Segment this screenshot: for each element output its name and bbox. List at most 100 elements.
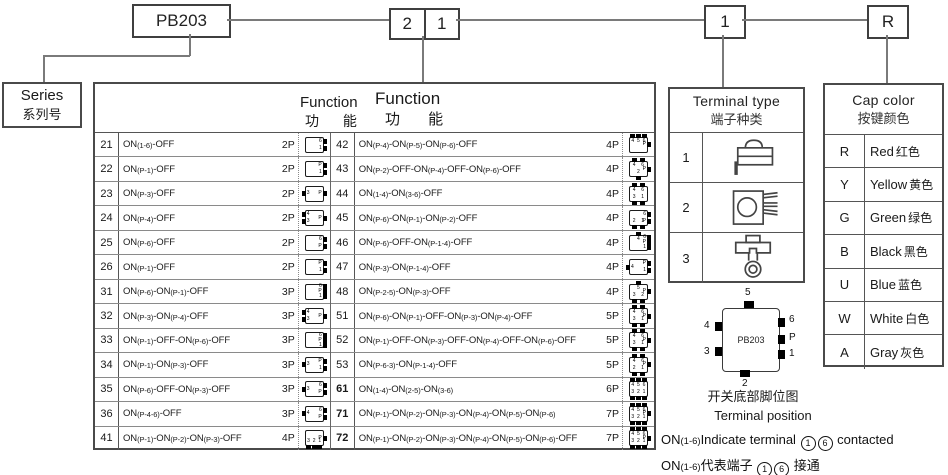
function-sequence: ON(1-6)-OFF	[123, 139, 175, 151]
function-table-header: Function Function 功 能 功 能	[95, 84, 654, 133]
cap-color-code: W	[825, 301, 865, 335]
connector-line	[886, 35, 888, 83]
function-code: 53	[331, 353, 355, 377]
pole-count: 4P	[606, 163, 619, 176]
pole-count: 4P	[606, 261, 619, 274]
function-code: 43	[331, 157, 355, 181]
function-code: 32	[95, 304, 119, 328]
function-code: 21	[95, 133, 119, 157]
function-sequence: ON(P-1)-ON(P-3)-OFF	[123, 359, 209, 371]
terminal-type-header: Terminal type 端子种类	[670, 89, 803, 133]
pole-count: 4P	[606, 212, 619, 225]
function-sequence: ON(P-6)-ON(P-1)-OFF-ON(P-3)-ON(P-4)-OFF	[358, 310, 533, 322]
pin-label-4: 4	[704, 320, 710, 331]
pin-5	[744, 301, 754, 308]
function-code: 25	[95, 230, 119, 255]
pole-count: 3P	[281, 285, 295, 298]
function-code: 52	[331, 328, 355, 353]
pin-label-P: P	[789, 332, 796, 343]
pole-count: 4P	[281, 432, 295, 445]
code-box-series: PB203	[132, 4, 231, 38]
connector-line	[722, 35, 724, 87]
pole-count: 2P	[281, 138, 295, 151]
function-code: 41	[95, 426, 119, 451]
function-code: 71	[331, 402, 355, 426]
function-code: 61	[331, 377, 355, 402]
function-code: 44	[331, 181, 355, 206]
function-sequence: ON(1-4)-ON(2-5)-ON(3-6)	[358, 383, 454, 395]
pin-label-5: 5	[745, 287, 751, 298]
right-angle-pin-terminal-icon	[703, 183, 803, 232]
pole-count: 3P	[281, 334, 295, 347]
function-code: 42	[331, 133, 355, 157]
note-text-before: 代表端子	[700, 458, 757, 473]
function-code: 22	[95, 157, 119, 181]
function-sequence: ON(P-2)-OFF-ON(P-4)-OFF-ON(P-6)-OFF	[358, 163, 521, 175]
circled-number: 6	[817, 435, 833, 451]
connector-line	[189, 34, 191, 56]
solder-lug-terminal-icon	[703, 233, 803, 283]
series-panel: Series 系列号	[2, 82, 82, 128]
function-sequence: ON(P-4-6)-OFF	[123, 408, 182, 420]
pin-label-1: 1	[789, 348, 795, 359]
pole-count: 5P	[606, 334, 619, 347]
function-sequence: ON(P-3)-ON(P-1-4)-OFF	[358, 261, 451, 273]
function-sequence: ON(P-1)-ON(P-2)-ON(P-3)-ON(P-4)-ON(P-5)-…	[358, 408, 556, 420]
pin-label-2: 2	[742, 378, 748, 389]
pole-count: 7P	[606, 407, 619, 420]
code-box-function: 2 1	[389, 8, 460, 40]
cap-color-code: R	[825, 135, 865, 168]
code-series-value: PB203	[155, 11, 208, 30]
terminal-type-row-2: 2	[670, 183, 803, 233]
function-title-en-2: Function	[375, 89, 441, 108]
pole-count: 4P	[606, 138, 619, 151]
function-sequence: ON(P-6)-ON(P-1)-OFF	[123, 286, 209, 298]
function-sequence: ON(P-1)-OFF-ON(P-3)-OFF-ON(P-4)-OFF-ON(P…	[358, 334, 576, 346]
pin-P	[778, 335, 785, 344]
connector-line	[43, 55, 45, 82]
terminal-type-row-1: 1	[670, 133, 803, 183]
function-sequence: ON(P-6-3)-ON(P-1-4)-OFF	[358, 359, 457, 371]
function-code: 36	[95, 402, 119, 426]
pole-count: 3P	[281, 383, 295, 396]
function-title-zh-1: 功 能	[305, 113, 367, 129]
code-function-digit-left: 2	[402, 14, 412, 33]
function-sequence: ON(P-1)-OFF	[123, 163, 175, 175]
function-sequence: ON(P-4)-OFF	[123, 212, 175, 224]
function-sequence: ON(P-6)-OFF-ON(P-3)-OFF	[123, 383, 231, 395]
function-code: 45	[331, 206, 355, 230]
function-sequence: ON(P-3)-ON(P-4)-OFF	[123, 310, 209, 322]
note-text-after: 接通	[790, 458, 820, 473]
function-sequence: ON(P-1)-OFF	[123, 261, 175, 273]
pole-count: 3P	[281, 407, 295, 420]
circled-number: 1	[757, 461, 773, 475]
